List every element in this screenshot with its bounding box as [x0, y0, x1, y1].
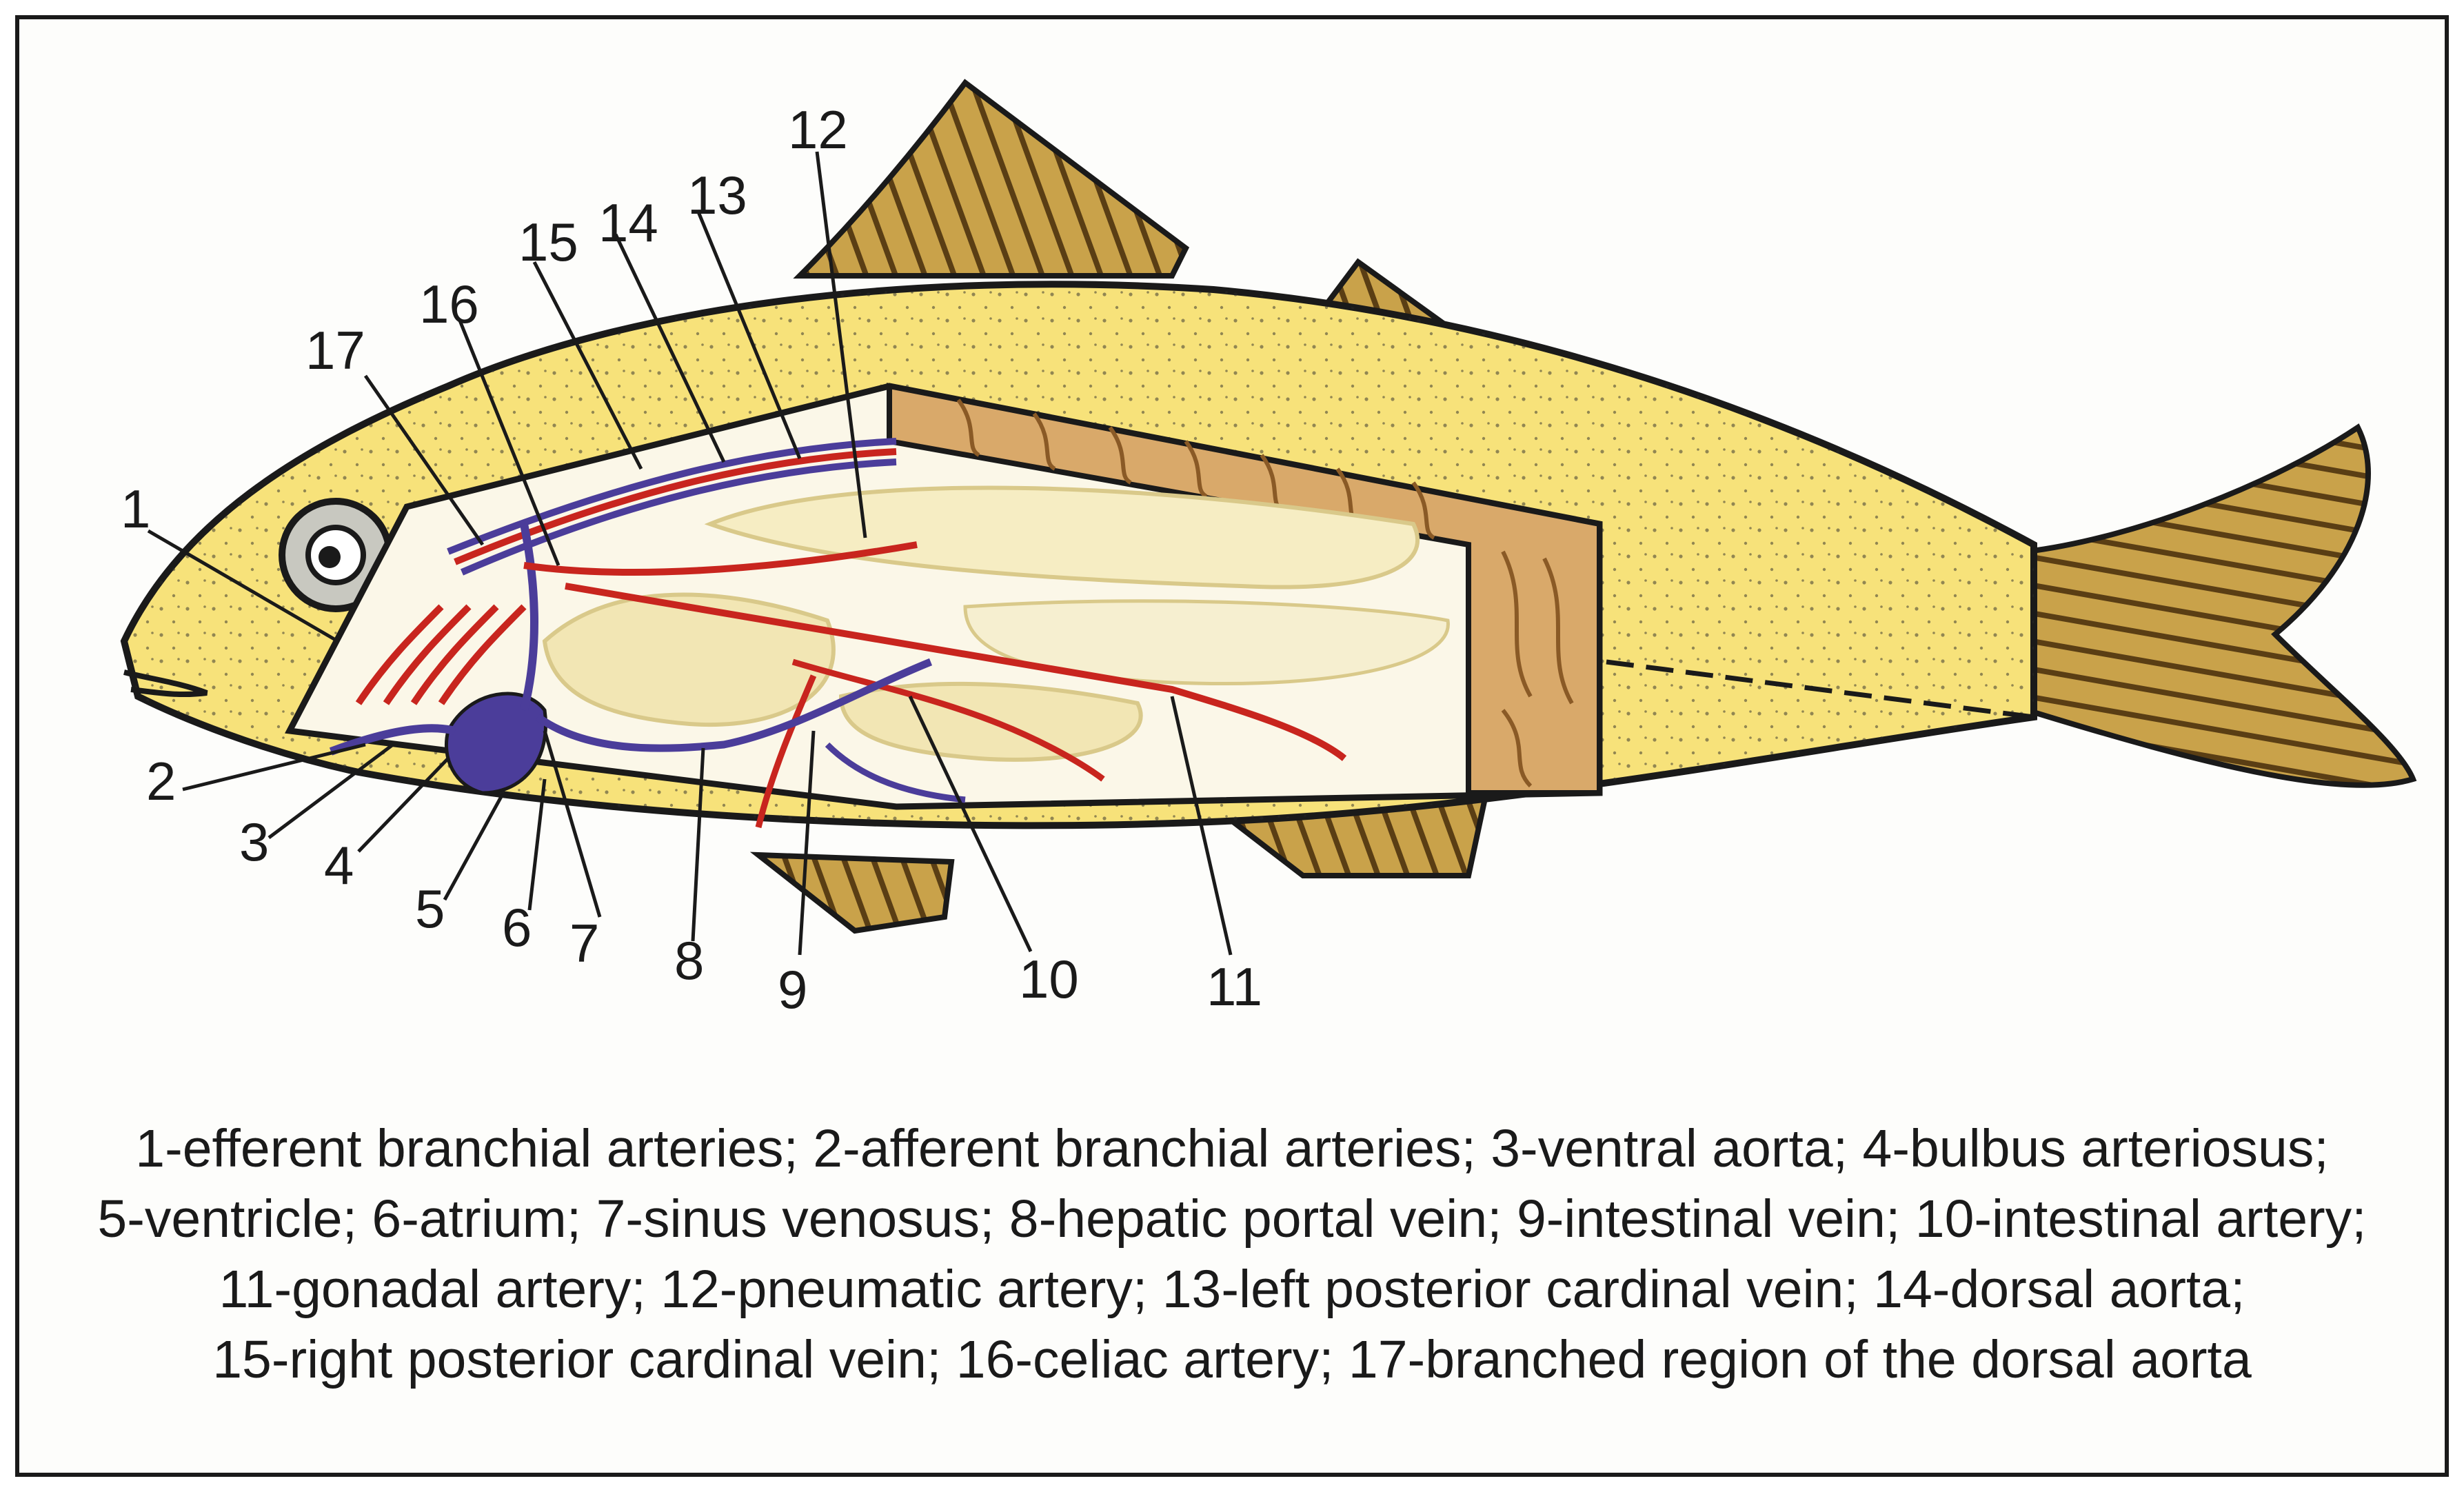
figure-caption: 1-efferent branchial arteries; 2-afferen… — [28, 1113, 2436, 1395]
label-2: 2 — [146, 751, 176, 811]
label-13: 13 — [687, 165, 747, 225]
label-4: 4 — [324, 835, 354, 896]
caption-line-3: 11-gonadal artery; 12-pneumatic artery; … — [28, 1254, 2436, 1324]
label-17: 17 — [305, 320, 365, 381]
label-16: 16 — [419, 274, 479, 334]
pelvic-fin — [758, 855, 951, 931]
caption-line-4: 15-right posterior cardinal vein; 16-cel… — [28, 1324, 2436, 1395]
label-11: 11 — [1206, 956, 1262, 1017]
tail-fin — [2027, 427, 2413, 785]
caption-line-2: 5-ventricle; 6-atrium; 7-sinus venosus; … — [28, 1184, 2436, 1254]
label-7: 7 — [569, 913, 599, 974]
label-5: 5 — [415, 878, 445, 939]
caption-line-1: 1-efferent branchial arteries; 2-afferen… — [28, 1113, 2436, 1184]
label-9: 9 — [778, 959, 807, 1020]
label-15: 15 — [518, 212, 578, 272]
dorsal-fin — [800, 83, 1186, 276]
label-10: 10 — [1019, 949, 1079, 1009]
label-6: 6 — [502, 897, 532, 958]
label-1: 1 — [121, 478, 150, 539]
label-3: 3 — [239, 811, 269, 872]
label-12: 12 — [788, 99, 848, 160]
label-8: 8 — [674, 930, 704, 991]
label-14: 14 — [598, 192, 658, 253]
